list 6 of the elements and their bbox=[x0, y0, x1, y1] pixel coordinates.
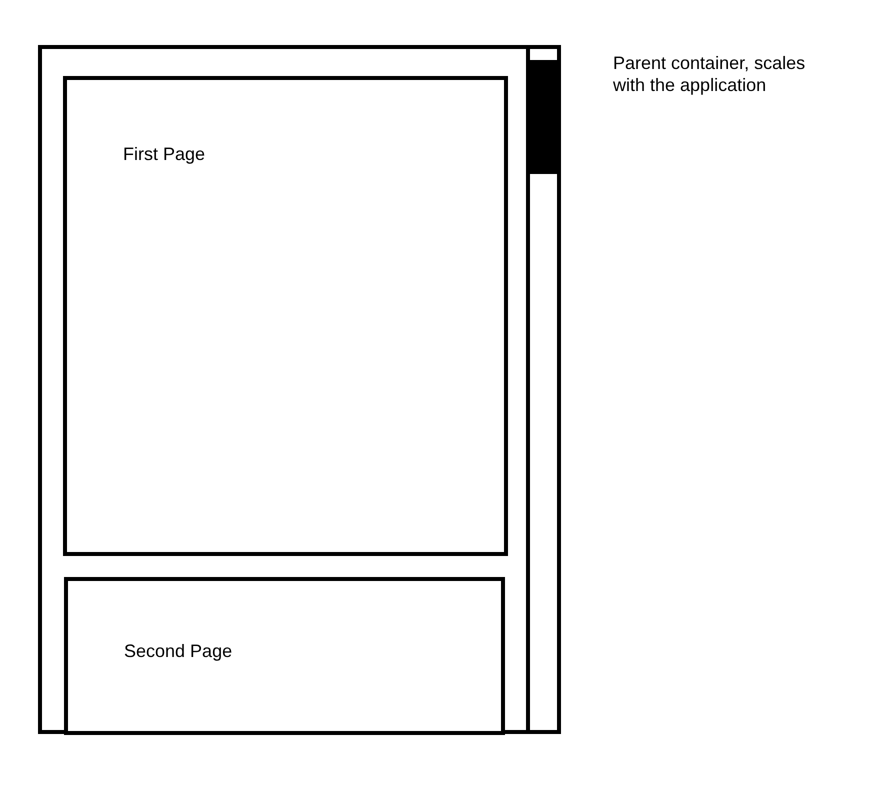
page-panel bbox=[63, 76, 508, 556]
page-panel bbox=[64, 577, 505, 735]
page-label: Second Page bbox=[124, 641, 232, 662]
annotation-text: Parent container, scales with the application bbox=[613, 52, 806, 96]
page-label: First Page bbox=[123, 144, 206, 165]
container-frame bbox=[38, 45, 561, 734]
